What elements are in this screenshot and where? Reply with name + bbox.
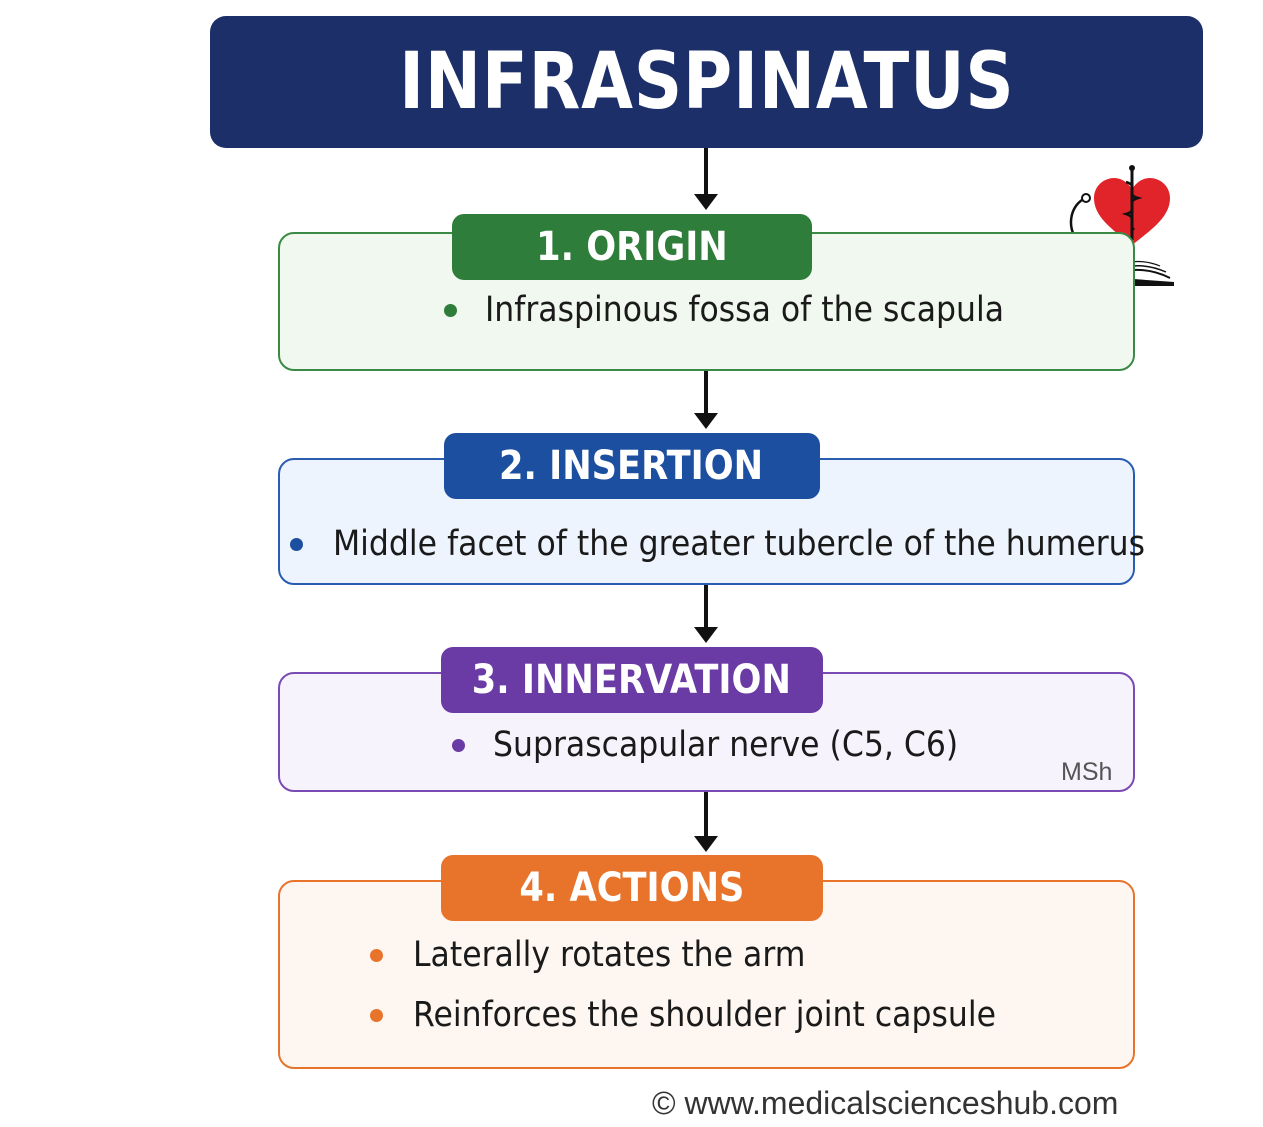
bullet-icon (444, 303, 457, 317)
list-item: Laterally rotates the arm (370, 933, 849, 977)
title-banner: INFRASPINATUS (210, 16, 1203, 148)
list-item: Reinforces the shoulder joint capsule (370, 993, 1061, 1037)
bullet-icon (290, 537, 303, 551)
list-item: Middle facet of the greater tubercle of … (290, 522, 1235, 566)
insertion-heading: 2. INSERTION (443, 433, 820, 499)
arrow-down-icon (694, 585, 718, 643)
bullet-icon (452, 738, 465, 752)
list-item: Suprascapular nerve (C5, C6) (452, 723, 1010, 767)
actions-heading: 4. ACTIONS (440, 855, 823, 921)
page-title: INFRASPINATUS (398, 37, 1015, 127)
watermark: MSh (1061, 758, 1113, 786)
arrow-down-icon (694, 148, 718, 210)
arrow-down-icon (694, 792, 718, 852)
bullet-icon (370, 1008, 383, 1022)
copyright-footer: © www.medicalscienceshub.com (652, 1085, 1119, 1121)
innervation-heading: 3. INNERVATION (440, 647, 823, 713)
list-item: Infraspinous fossa of the scapula (444, 288, 1062, 332)
bullet-icon (370, 948, 383, 962)
arrow-down-icon (694, 371, 718, 429)
origin-heading: 1. ORIGIN (451, 214, 812, 280)
actions-section (278, 880, 1135, 1069)
